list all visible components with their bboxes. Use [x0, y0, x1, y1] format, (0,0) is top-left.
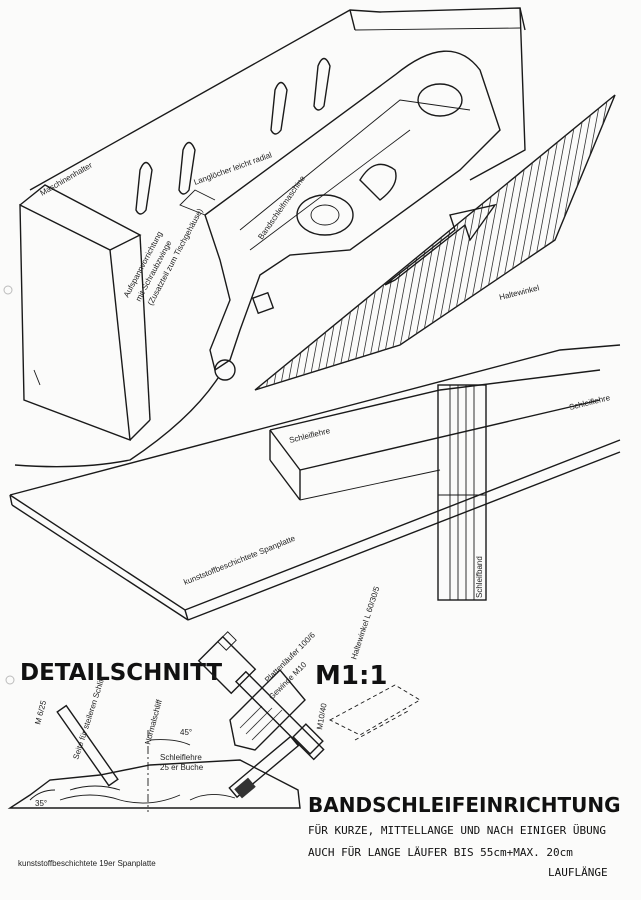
- hatch-line: [592, 95, 615, 390]
- grinding-gauge-rail: [269, 369, 601, 501]
- detail-m10: M10/40: [315, 702, 329, 730]
- radial-slots: [135, 57, 331, 215]
- hatch-line: [255, 95, 283, 390]
- hatch-line: [194, 80, 254, 400]
- detail-section-drawing: [7, 631, 421, 812]
- detail-haltewinkel: Haltewinkel L 60/30/5: [349, 585, 381, 661]
- hatch-line: [375, 95, 437, 390]
- detail-angle45: 45°: [180, 728, 192, 737]
- label-haltewinkel-top: Haltewinkel: [498, 283, 540, 302]
- detail-spanplatte: kunststoffbeschichtete 19er Spanplatte: [18, 859, 156, 868]
- hatch-line: [361, 95, 423, 390]
- label-spanplatte-top: kunststoffbeschichtete Spanplatte: [182, 534, 297, 587]
- hatch-line: [585, 95, 615, 390]
- hatch-line: [255, 95, 290, 390]
- band-sander-machine: [14, 50, 501, 468]
- detail-normalschliff: Normalschliff: [143, 698, 164, 746]
- back-board: [29, 7, 526, 191]
- label-schleiflehre-right: Schleiflehre: [568, 393, 611, 412]
- hatch-line: [255, 95, 276, 390]
- label-schleiflehre-left: Schleiflehre: [288, 426, 331, 445]
- footer-line1: FÜR KURZE, MITTELLANGE UND NACH EINIGER …: [308, 824, 606, 837]
- label-schleifband: Schleifband: [475, 556, 484, 598]
- hatch-line: [255, 95, 269, 390]
- hatch-line: [255, 95, 304, 390]
- footer-line2: AUCH FÜR LANGE LÄUFER BIS 55cm+MAX. 20cm: [308, 846, 573, 859]
- hatch-line: [187, 80, 247, 400]
- label-langloecher: Langlöcher leicht radial: [193, 150, 274, 187]
- detail-schleiflehre: Schleiflehre: [160, 753, 202, 762]
- detail-gewindestift: Gewinde M10: [267, 660, 309, 702]
- detail-seite: Seite für steileren Schliff: [71, 675, 106, 760]
- detail-m6: M 6/25: [33, 699, 48, 725]
- detail-schleiflehre-sub: 25 er Buche: [160, 763, 204, 772]
- footer-title: BANDSCHLEIFEINRICHTUNG: [308, 793, 621, 817]
- label-maschinenhalter: Maschinenhalter: [39, 160, 95, 197]
- hatched-sanding-plate: [187, 80, 616, 400]
- hatch-line: [255, 95, 297, 390]
- hatch-line: [382, 95, 444, 390]
- detail-title: DETAILSCHNITT: [20, 660, 222, 686]
- label-aufspann-3: (Zusatzteil zum Tischgehäuse): [146, 207, 205, 307]
- detail-scale: M1:1: [315, 661, 387, 691]
- punch-hole: [3, 285, 13, 295]
- sanding-band: [437, 384, 487, 601]
- machine-holder-block: [19, 184, 151, 442]
- punch-hole: [5, 675, 15, 685]
- footer-line3: LAUFLÄNGE: [548, 866, 608, 879]
- detail-angle35: 35°: [35, 799, 47, 808]
- base-plate: [9, 344, 621, 621]
